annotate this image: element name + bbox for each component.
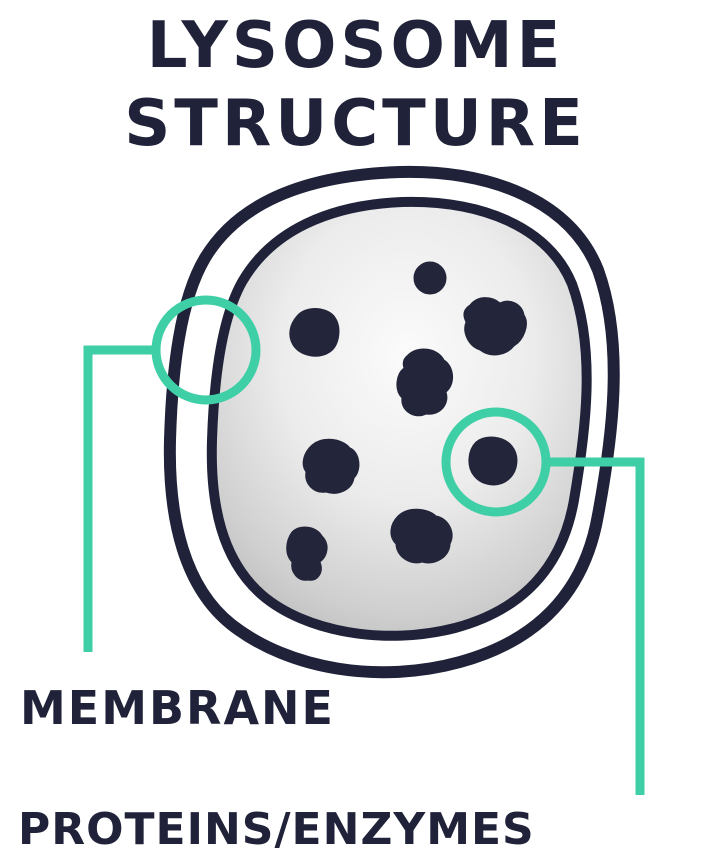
diagram-title-line2: STRUCTURE — [0, 92, 711, 156]
proteins-enzymes-label: PROTEINS/ENZYMES — [18, 808, 535, 852]
membrane-leader-line — [88, 350, 156, 652]
enzyme-particle — [287, 527, 327, 580]
inner-membrane — [212, 202, 587, 636]
enzyme-particle — [469, 437, 517, 485]
diagram-title-line1: LYSOSOME — [0, 14, 711, 78]
enzyme-particle — [414, 262, 446, 294]
enzyme-particle — [290, 309, 339, 357]
membrane-label: MEMBRANE — [20, 685, 335, 731]
